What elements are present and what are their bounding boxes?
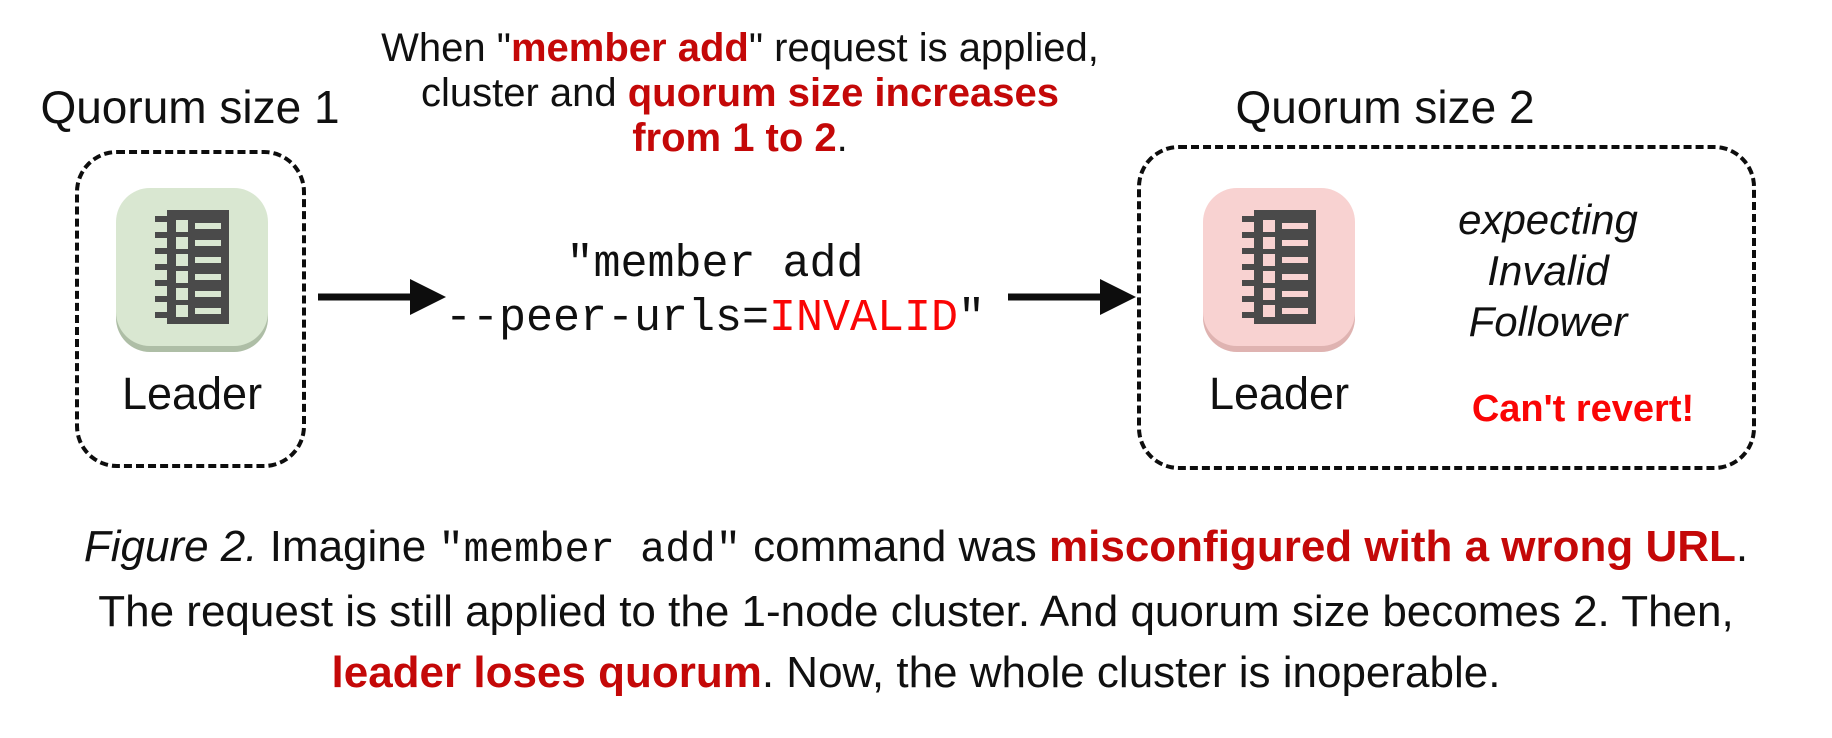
caption-text1: Imagine [257,522,439,571]
caption-misconfigured: misconfigured with a wrong URL [1049,522,1736,571]
top-annotation-line2: cluster and quorum size increases [330,71,1150,116]
expecting-invalid-follower-note: expecting Invalid Follower [1348,194,1748,347]
expecting-line1: expecting [1458,196,1638,243]
top-note-text3: cluster and [420,71,628,115]
server-ledger-icon [151,208,233,326]
expecting-line3: Follower [1468,298,1628,345]
top-annotation-line3: from 1 to 2. [330,116,1150,161]
server-ledger-icon [1238,208,1320,326]
leader-label-right: Leader [1208,368,1350,419]
quorum-size-2-title: Quorum size 2 [1235,81,1535,133]
leader-node-pink [1203,188,1355,346]
cant-revert-warning: Can't revert! [1471,388,1695,430]
caption-figure-label: Figure 2. [83,522,258,571]
expecting-line2: Invalid [1487,247,1609,294]
top-note-member-add: member add [510,26,749,70]
caption-text3: . Now, the whole cluster is inoperable. [761,648,1501,697]
top-annotation: When "member add" request is applied, cl… [330,26,1150,161]
leader-node-green [116,188,268,346]
caption-leader-loses-quorum: leader loses quorum [331,648,762,697]
top-note-text: When " [381,26,511,70]
caption-line3: leader loses quorum. Now, the whole clus… [16,642,1816,703]
top-note-text2: " request is applied, [748,26,1099,70]
caption-member-add-mono: "member add" [438,526,741,574]
command-closing-quote: " [958,293,986,344]
top-note-from-1-to-2: from 1 to 2 [632,116,837,160]
command-peer-urls: --peer-urls= [444,293,769,344]
command-line1: "member add [566,239,864,290]
caption-line2: The request is still applied to the 1-no… [98,587,1734,636]
right-arrow-icon-1 [318,275,446,319]
member-add-command: "member add --peer-urls=INVALID" [355,238,1075,346]
left-cluster-box [75,150,306,468]
right-arrow-icon-2 [1008,275,1136,319]
command-invalid-value: INVALID [769,293,959,344]
command-line2: --peer-urls=INVALID" [355,292,1075,346]
figure-caption: Figure 2. Imagine "member add" command w… [16,516,1816,703]
leader-label-left: Leader [121,368,263,419]
quorum-size-1-title: Quorum size 1 [40,81,340,133]
top-note-period: . [836,116,848,160]
right-cluster-box [1137,145,1756,470]
caption-line1: Figure 2. Imagine "member add" command w… [16,516,1816,581]
top-note-quorum-increase: quorum size increases [627,71,1060,115]
caption-text2: command was [740,522,1050,571]
top-annotation-line1: When "member add" request is applied, [330,26,1150,71]
caption-period1: . [1735,522,1749,571]
